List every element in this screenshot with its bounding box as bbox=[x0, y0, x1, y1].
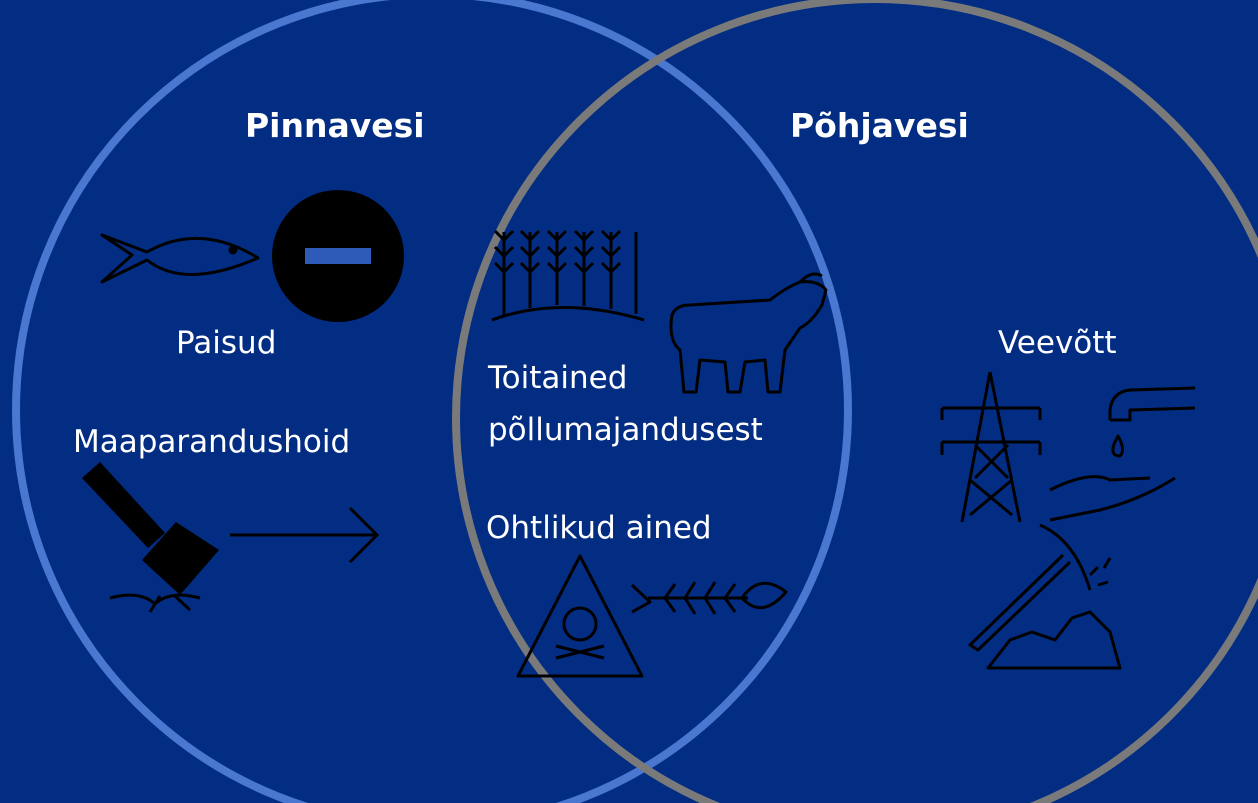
drainage-label: Maaparandushoid bbox=[73, 424, 351, 460]
pickaxe-icon bbox=[968, 523, 1122, 670]
nutrients-label-line2: põllumajandusest bbox=[488, 412, 763, 448]
surface-water-circle bbox=[12, 0, 852, 803]
bull-icon bbox=[669, 272, 828, 394]
groundwater-circle bbox=[452, 0, 1258, 803]
groundwater-title: Põhjavesi bbox=[790, 106, 969, 145]
nutrients-label-line1: Toitained bbox=[488, 360, 628, 396]
dams-label: Paisud bbox=[176, 325, 277, 361]
no-entry-icon bbox=[272, 190, 404, 322]
wheat-field-icon bbox=[491, 229, 645, 322]
hazardous-substances-label: Ohtlikud ained bbox=[486, 510, 712, 546]
power-pylon-icon bbox=[940, 371, 1042, 523]
surface-water-title: Pinnavesi bbox=[245, 106, 425, 145]
tap-hand-icon bbox=[1049, 386, 1196, 522]
hammer-icon bbox=[82, 462, 219, 613]
fish-icon bbox=[100, 233, 260, 284]
arrow-right-icon bbox=[230, 506, 380, 564]
fish-skeleton-icon bbox=[630, 581, 788, 615]
hazard-skull-icon bbox=[516, 554, 644, 678]
water-abstraction-label: Veevõtt bbox=[998, 325, 1117, 361]
